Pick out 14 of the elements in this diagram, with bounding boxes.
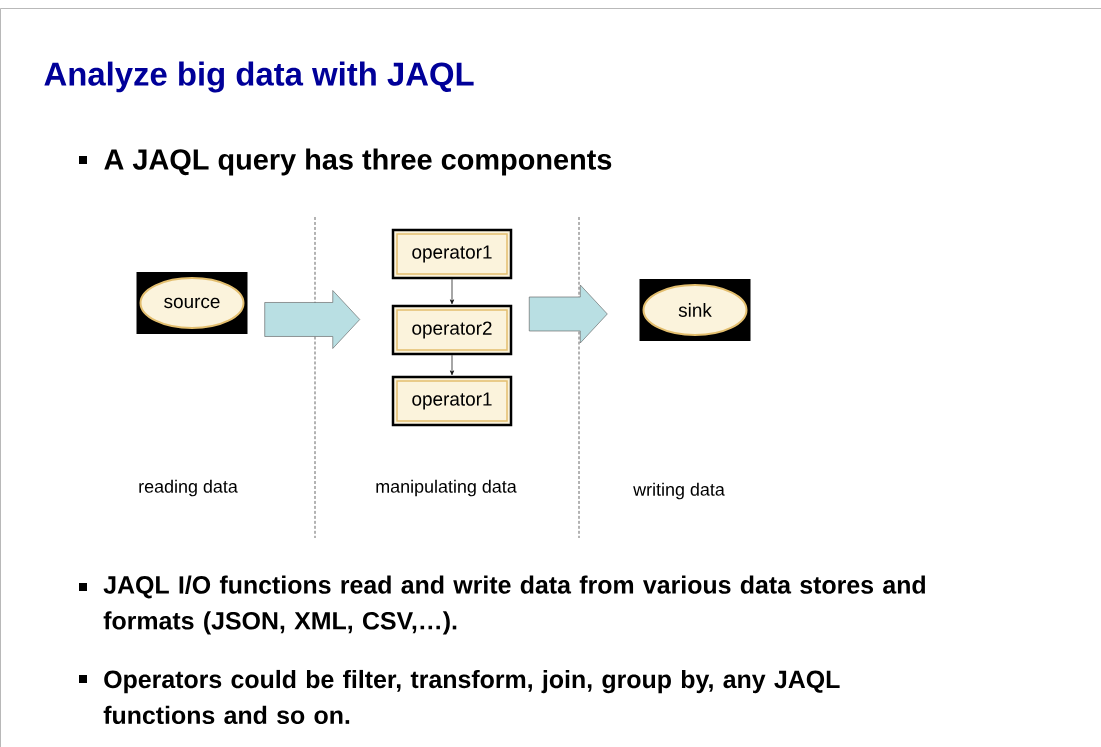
operator-box: operator1 [391,228,513,280]
arrow [449,278,455,305]
operator-box: operator1 [391,375,513,427]
bullet-text: Operators could be filter, transform, join, group by, any JAQL functions and so on. [103,669,840,725]
operator-box: operator2 [391,304,513,356]
bullet-text: JAQL I/O functions read and write data from various data stores and formats (JSON, XML, CSV,…). [103,575,925,635]
title: Analyze big data with JAQL [44,61,474,93]
bullet-heading: A JAQL query has three components [104,148,612,176]
stage-label: manipulating data [376,479,517,497]
stage-label: reading data [139,479,238,497]
arrow [449,354,455,376]
block-arrow [528,284,608,344]
stage-label: writing data [633,482,725,500]
block-arrow [264,290,361,349]
